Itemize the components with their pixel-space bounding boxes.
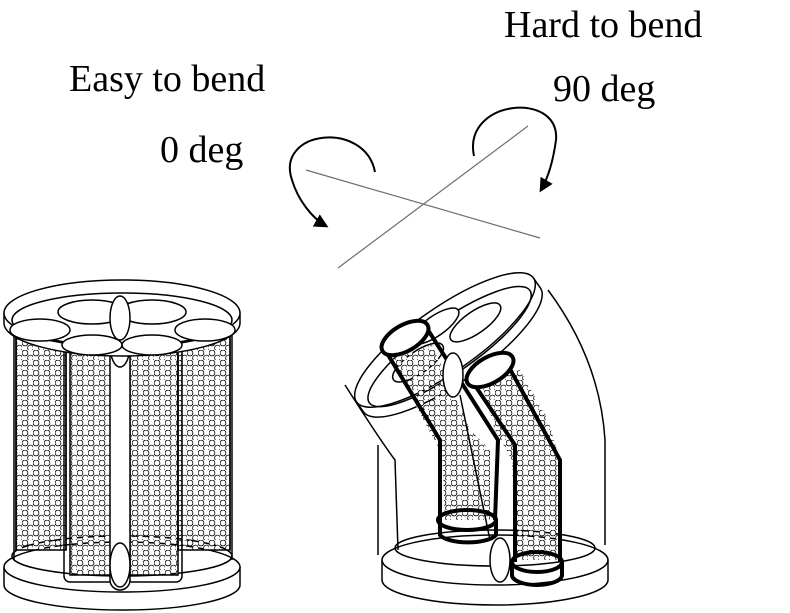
bead-column — [129, 349, 179, 576]
bent-cylinder — [344, 271, 609, 606]
right-angle: 90 deg — [553, 68, 656, 110]
left-angle: 0 deg — [160, 129, 244, 171]
rotation-indicator — [288, 106, 558, 269]
rotation-arrow-right-icon — [472, 106, 558, 193]
straight-cylinder — [3, 279, 241, 611]
left-title: Easy to bend — [69, 58, 266, 100]
bead-column — [15, 334, 67, 551]
bead-column — [177, 334, 231, 551]
axis-line-hard — [337, 125, 529, 269]
rotation-arrow-left-icon — [288, 136, 376, 228]
right-title: Hard to bend — [504, 4, 703, 46]
